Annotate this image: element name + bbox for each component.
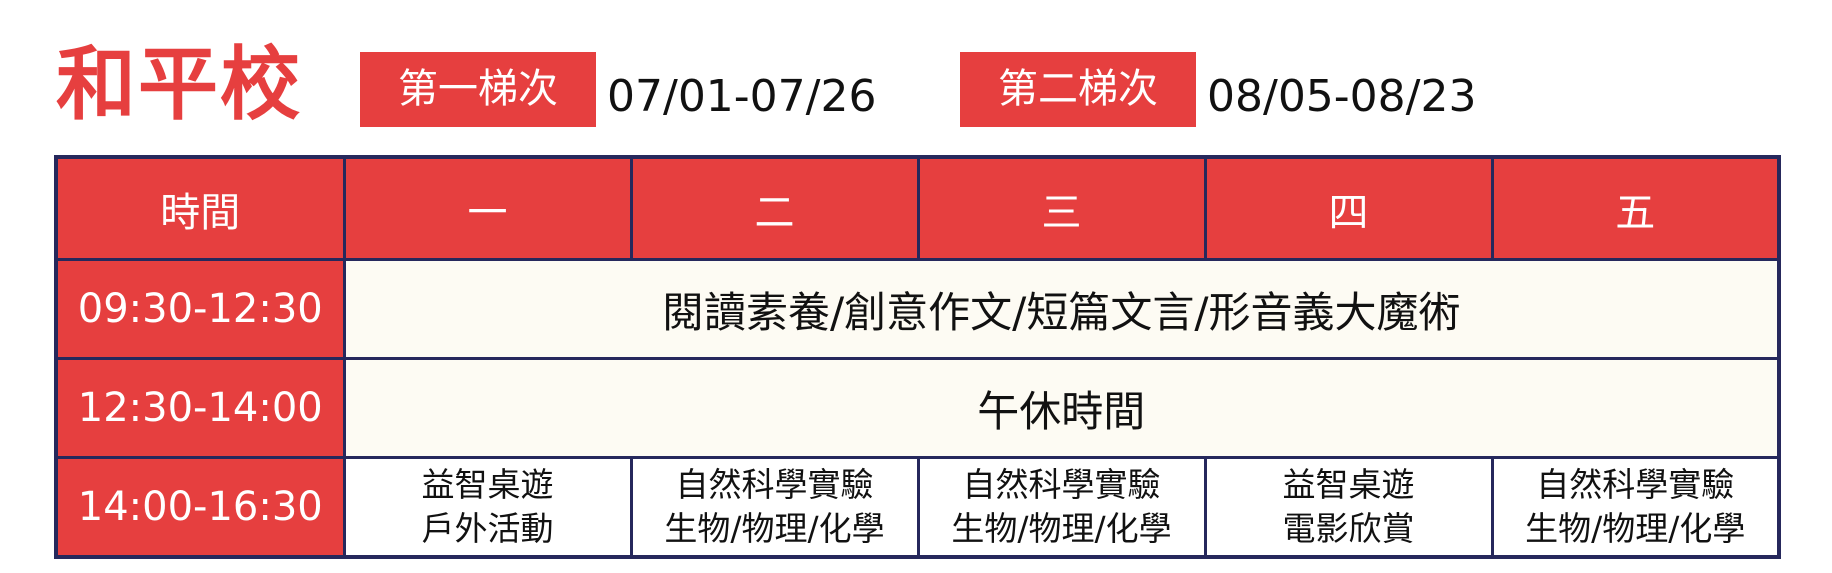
- table-row: 09:30-12:30 閱讀素養/創意作文/短篇文言/形音義大魔術: [54, 258, 1781, 360]
- header-wed: 三: [916, 155, 1207, 261]
- activity-line: 益智桌遊: [1282, 465, 1415, 504]
- activity-thu: 益智桌遊 電影欣賞: [1203, 456, 1494, 559]
- session1-dates: 07/01-07/26: [607, 71, 877, 122]
- time-slot: 14:00-16:30: [54, 456, 346, 559]
- time-slot: 09:30-12:30: [54, 258, 346, 360]
- table-row: 12:30-14:00 午休時間: [54, 357, 1781, 459]
- header-mon: 一: [342, 155, 633, 261]
- activity-line: 自然科學實驗: [962, 465, 1161, 504]
- header-thu: 四: [1203, 155, 1494, 261]
- schedule-table: 時間 一 二 三 四 五 09:30-12:30 閱讀素養/創意作文/短篇文言/…: [54, 155, 1781, 559]
- header-tue: 二: [629, 155, 920, 261]
- activity-line: 自然科學實驗: [675, 465, 874, 504]
- activity-wed: 自然科學實驗 生物/物理/化學: [916, 456, 1207, 559]
- table-row: 14:00-16:30 益智桌遊 戶外活動 自然科學實驗 生物/物理/化學 自然…: [54, 456, 1781, 559]
- school-name: 和平校: [56, 37, 302, 131]
- session1-badge: 第一梯次: [360, 52, 596, 127]
- session2-badge: 第二梯次: [960, 52, 1196, 127]
- activity-line: 生物/物理/化學: [664, 509, 885, 548]
- activity-line: 益智桌遊: [421, 465, 554, 504]
- morning-course: 閱讀素養/創意作文/短篇文言/形音義大魔術: [342, 258, 1781, 360]
- activity-fri: 自然科學實驗 生物/物理/化學: [1490, 456, 1781, 559]
- activity-line: 電影欣賞: [1282, 509, 1415, 548]
- activity-tue: 自然科學實驗 生物/物理/化學: [629, 456, 920, 559]
- header-time: 時間: [54, 155, 346, 261]
- time-slot: 12:30-14:00: [54, 357, 346, 459]
- header-fri: 五: [1490, 155, 1781, 261]
- lunch-break: 午休時間: [342, 357, 1781, 459]
- activity-line: 自然科學實驗: [1536, 465, 1735, 504]
- activity-line: 生物/物理/化學: [1525, 509, 1746, 548]
- activity-mon: 益智桌遊 戶外活動: [342, 456, 633, 559]
- activity-line: 戶外活動: [421, 509, 554, 548]
- table-header-row: 時間 一 二 三 四 五: [54, 155, 1781, 261]
- session2-dates: 08/05-08/23: [1207, 71, 1477, 122]
- activity-line: 生物/物理/化學: [951, 509, 1172, 548]
